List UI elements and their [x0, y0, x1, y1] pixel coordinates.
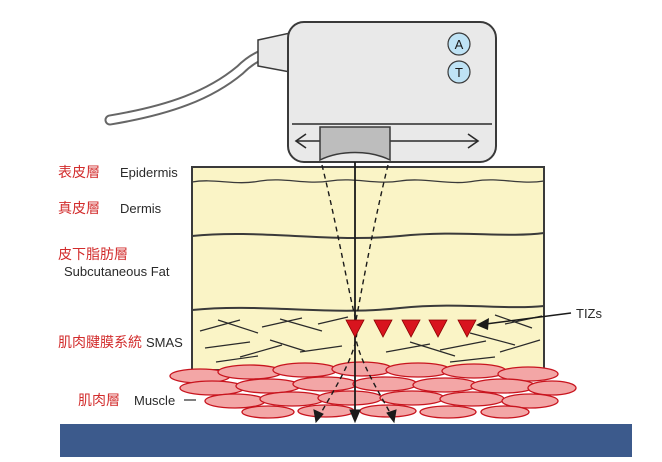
base-bar: [60, 424, 632, 457]
fat-boundary: [191, 304, 545, 312]
button-a-label: A: [455, 37, 464, 52]
subcutaneous-label-zh: 皮下脂肪層: [58, 246, 128, 262]
tiz-marker: [401, 319, 421, 338]
ultrasound-beam: [313, 162, 397, 424]
subcutaneous-label-en: Subcutaneous Fat: [64, 264, 170, 279]
transducer-device: A T: [287, 21, 497, 163]
tiz-marker: [345, 319, 365, 338]
epidermis-label-en: Epidermis: [120, 165, 178, 180]
tiz-markers: [345, 319, 477, 338]
button-a[interactable]: A: [447, 32, 471, 56]
smas-label-en: SMAS: [146, 335, 183, 350]
button-t-label: T: [455, 65, 463, 80]
layer-labels: 表皮層 Epidermis 真皮層 Dermis 皮下脂肪層 Subcutane…: [58, 164, 196, 408]
dermis-label-zh: 真皮層: [58, 200, 100, 216]
tizs-callout: TIZs: [476, 306, 602, 330]
tiz-marker: [428, 319, 448, 338]
dermis-label-en: Dermis: [120, 201, 162, 216]
dermis-boundary: [191, 232, 545, 240]
smas-fibers: [199, 314, 543, 363]
muscle-label-zh: 肌肉層: [78, 392, 120, 408]
button-t[interactable]: T: [447, 60, 471, 84]
muscle-label-en: Muscle: [134, 393, 175, 408]
tiz-marker: [373, 319, 393, 338]
tizs-label: TIZs: [576, 306, 602, 321]
cable-connector: [257, 32, 291, 73]
transducer-element: [319, 126, 391, 162]
muscle-layer: [169, 361, 577, 419]
epidermis-boundary: [191, 179, 545, 184]
smas-label-zh: 肌肉腱膜系統: [58, 334, 142, 350]
epidermis-label-zh: 表皮層: [58, 164, 100, 180]
skin-block: [191, 166, 545, 371]
tiz-marker: [457, 319, 477, 338]
